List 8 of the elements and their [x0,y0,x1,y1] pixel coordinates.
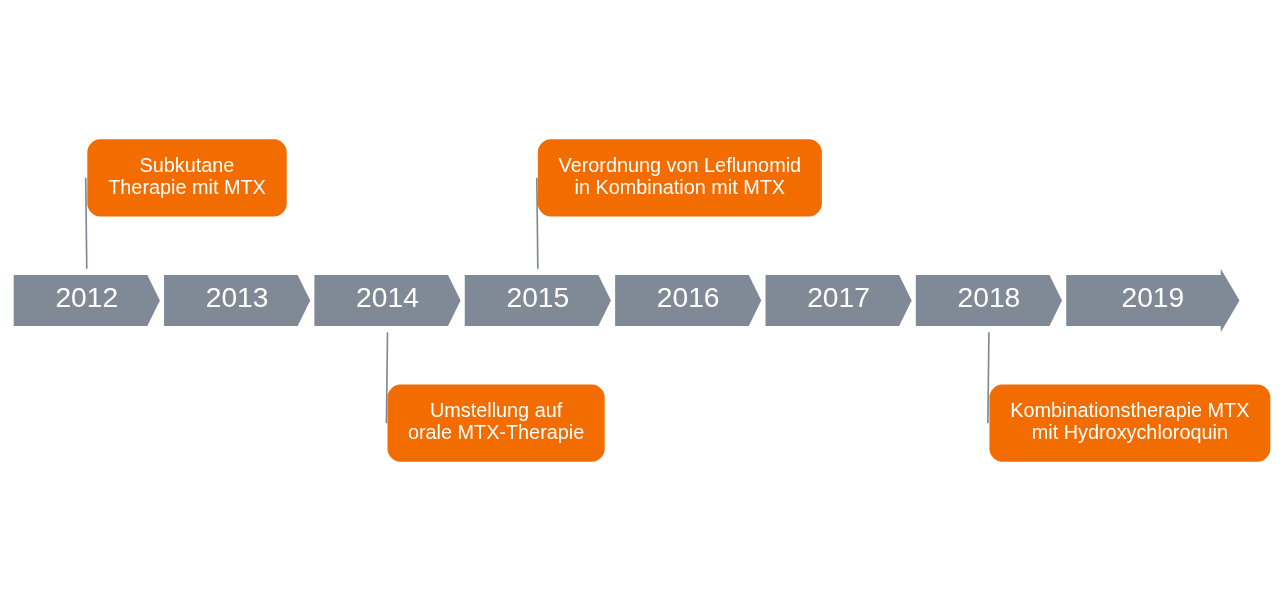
node-box: Umstellung auf orale MTX-Therapie [387,384,605,462]
connector [84,176,88,269]
node-box: Kombinationstherapie MTX mit Hydroxychloroquin [989,384,1271,462]
connector [987,331,990,424]
node-box: Verordnung von Leflunomid in Kombination mit MTX [537,138,822,216]
connector [535,176,539,269]
connector [385,331,389,424]
node-box: Subkutane Therapie mit MTX [87,138,287,216]
